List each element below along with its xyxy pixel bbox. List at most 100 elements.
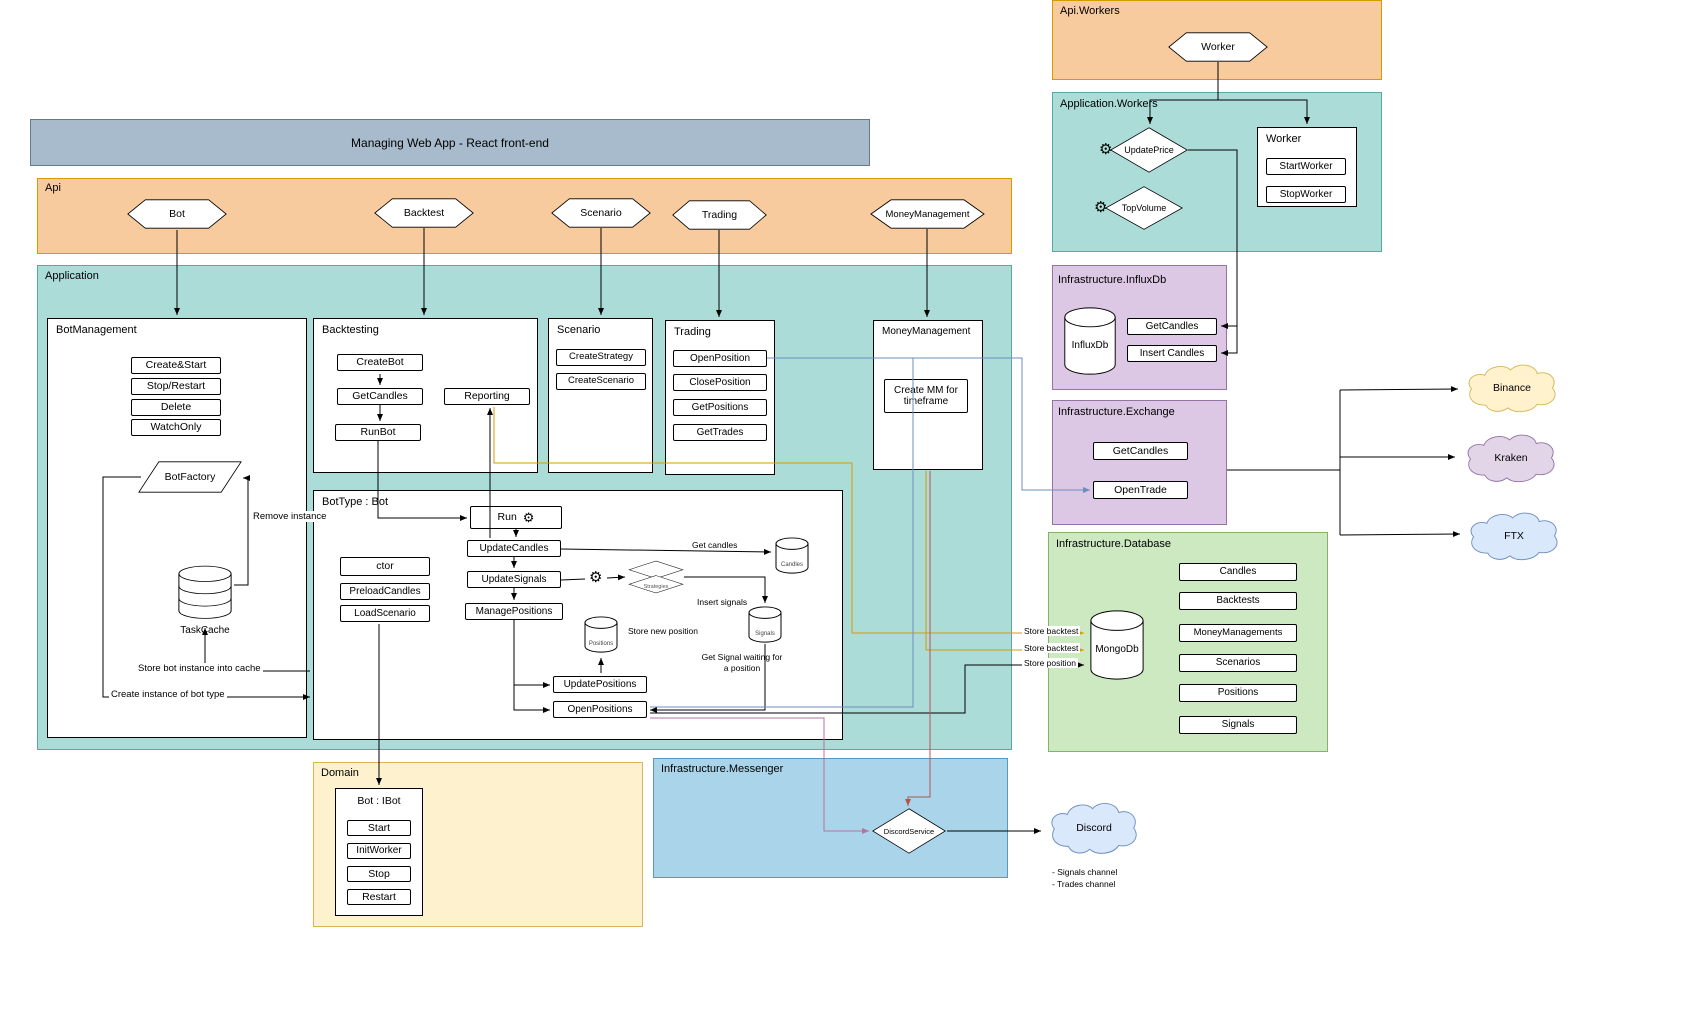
collection-backtests: Backtests xyxy=(1179,592,1297,610)
create-start-node: Create&Start xyxy=(131,357,221,374)
signals-channel-note: - Signals channel xyxy=(1052,867,1118,877)
trades-channel-note: - Trades channel xyxy=(1052,879,1116,889)
load-scenario-node: LoadScenario xyxy=(340,605,430,622)
stop-restart-label: Stop/Restart xyxy=(146,380,206,393)
get-candles-edge-label: Get candles xyxy=(690,540,740,550)
api-endpoint-backtest-label: Backtest xyxy=(403,207,445,219)
task-cache-store: TaskCache xyxy=(176,563,234,636)
run-bot-label: RunBot xyxy=(360,426,396,439)
hexagon-shape xyxy=(551,198,651,228)
ctor-node: ctor xyxy=(340,557,430,576)
open-position-node: OpenPosition xyxy=(673,350,767,367)
region-influxdb-title: Infrastructure.InfluxDb xyxy=(1058,274,1167,286)
api-endpoint-scenario: Scenario xyxy=(551,198,651,228)
insert-signals-edge-label: Insert signals xyxy=(695,597,750,607)
create-bot-label: CreateBot xyxy=(356,356,404,369)
signals-store: Signals xyxy=(747,606,783,644)
create-scenario-node: CreateScenario xyxy=(556,373,646,390)
ctor-label: ctor xyxy=(376,560,394,573)
cloud-shape xyxy=(1467,434,1555,483)
stop-worker-label: StopWorker xyxy=(1279,188,1333,200)
create-start-label: Create&Start xyxy=(145,359,207,372)
update-signals-node: UpdateSignals xyxy=(467,571,561,588)
region-application-title: Application xyxy=(45,270,99,282)
box-bot-ibot-title: Bot : IBot xyxy=(357,795,401,807)
cylinder-shape xyxy=(775,537,809,574)
update-positions-label: UpdatePositions xyxy=(563,678,637,690)
close-position-node: ClosePosition xyxy=(673,374,767,391)
collection-candles-label: Candles xyxy=(1219,566,1257,578)
backtesting-get-candles-label: GetCandles xyxy=(352,390,408,403)
bot-factory-node: BotFactory xyxy=(138,461,242,493)
task-cache-label: TaskCache xyxy=(180,625,230,636)
api-endpoint-moneymanagement: MoneyManagement xyxy=(870,199,985,229)
cloud-shape xyxy=(1051,803,1137,854)
domain-init-worker-node: InitWorker xyxy=(347,843,411,859)
gear-icon: ⚙ xyxy=(1099,141,1113,158)
update-positions-node: UpdatePositions xyxy=(553,676,647,693)
delete-node: Delete xyxy=(131,399,221,416)
hexagon-shape xyxy=(672,200,767,230)
create-strategy-label: CreateStrategy xyxy=(569,351,633,363)
positions-store-label: Positions xyxy=(588,641,614,647)
get-positions-node: GetPositions xyxy=(673,399,767,416)
store-backtest-edge-label-2: Store backtest xyxy=(1022,643,1081,653)
region-application-workers-title: Application.Workers xyxy=(1060,98,1158,110)
kraken-cloud-label: Kraken xyxy=(1494,452,1528,464)
signals-store-label: Signals xyxy=(755,631,775,637)
api-endpoint-trading-label: Trading xyxy=(701,209,738,221)
update-candles-label: UpdateCandles xyxy=(479,542,549,554)
reporting-node: Reporting xyxy=(444,388,530,405)
box-backtesting-title: Backtesting xyxy=(322,324,379,336)
delete-label: Delete xyxy=(160,401,192,414)
store-position-edge-label: Store position xyxy=(1022,658,1078,668)
start-worker-label: StartWorker xyxy=(1279,160,1333,172)
cylinder-shape xyxy=(748,606,782,643)
open-position-label: OpenPosition xyxy=(689,352,751,364)
candles-store: Candles xyxy=(774,537,810,575)
watch-only-node: WatchOnly xyxy=(131,419,221,436)
open-trade-node: OpenTrade xyxy=(1093,481,1188,499)
get-positions-label: GetPositions xyxy=(691,401,749,413)
cylinder-shape xyxy=(1090,610,1144,680)
close-position-label: ClosePosition xyxy=(689,376,751,388)
domain-restart-node: Restart xyxy=(347,889,411,905)
domain-stop-label: Stop xyxy=(368,867,390,880)
gear-icon: ⚙ xyxy=(522,510,535,525)
watch-only-label: WatchOnly xyxy=(150,421,202,434)
api-endpoint-backtest: Backtest xyxy=(374,198,474,228)
web-app-title: Managing Web App - React front-end xyxy=(351,135,549,150)
stop-worker-node: StopWorker xyxy=(1266,186,1346,203)
influx-get-candles-label: GetCandles xyxy=(1145,320,1199,332)
box-bot-management-title: BotManagement xyxy=(56,324,137,336)
collection-positions: Positions xyxy=(1179,684,1297,702)
web-app-header: Managing Web App - React front-end xyxy=(30,119,870,166)
domain-start-node: Start xyxy=(347,820,411,836)
open-positions-node: OpenPositions xyxy=(553,701,647,718)
backtesting-get-candles-node: GetCandles xyxy=(337,388,423,405)
run-label: Run xyxy=(497,511,517,524)
worker-endpoint: Worker xyxy=(1168,32,1268,62)
get-trades-node: GetTrades xyxy=(673,424,767,441)
positions-store: Positions xyxy=(583,616,619,654)
region-messenger xyxy=(653,758,1008,878)
get-signal-waiting-edge-label: Get Signal waiting for a position xyxy=(701,652,783,673)
update-price-node: UpdatePrice xyxy=(1110,127,1188,173)
domain-init-worker-label: InitWorker xyxy=(356,845,402,857)
update-signals-label: UpdateSignals xyxy=(481,573,547,585)
preload-candles-label: PreloadCandles xyxy=(349,585,421,597)
collection-signals: Signals xyxy=(1179,716,1297,734)
box-scenario: Scenario xyxy=(548,318,653,473)
region-database-title: Infrastructure.Database xyxy=(1056,538,1171,550)
discord-cloud-label: Discord xyxy=(1076,822,1112,834)
strategies-node: Strategies xyxy=(628,560,684,594)
preload-candles-node: PreloadCandles xyxy=(340,583,430,600)
api-endpoint-moneymanagement-label: MoneyManagement xyxy=(885,208,970,220)
region-exchange xyxy=(1052,400,1227,525)
cloud-shape xyxy=(1468,364,1556,413)
worker-endpoint-label: Worker xyxy=(1201,41,1235,53)
influx-insert-candles-node: Insert Candles xyxy=(1127,345,1217,362)
exchange-get-candles-node: GetCandles xyxy=(1093,442,1188,460)
hexagon-shape xyxy=(127,199,227,229)
top-volume-node: TopVolume xyxy=(1105,186,1183,230)
